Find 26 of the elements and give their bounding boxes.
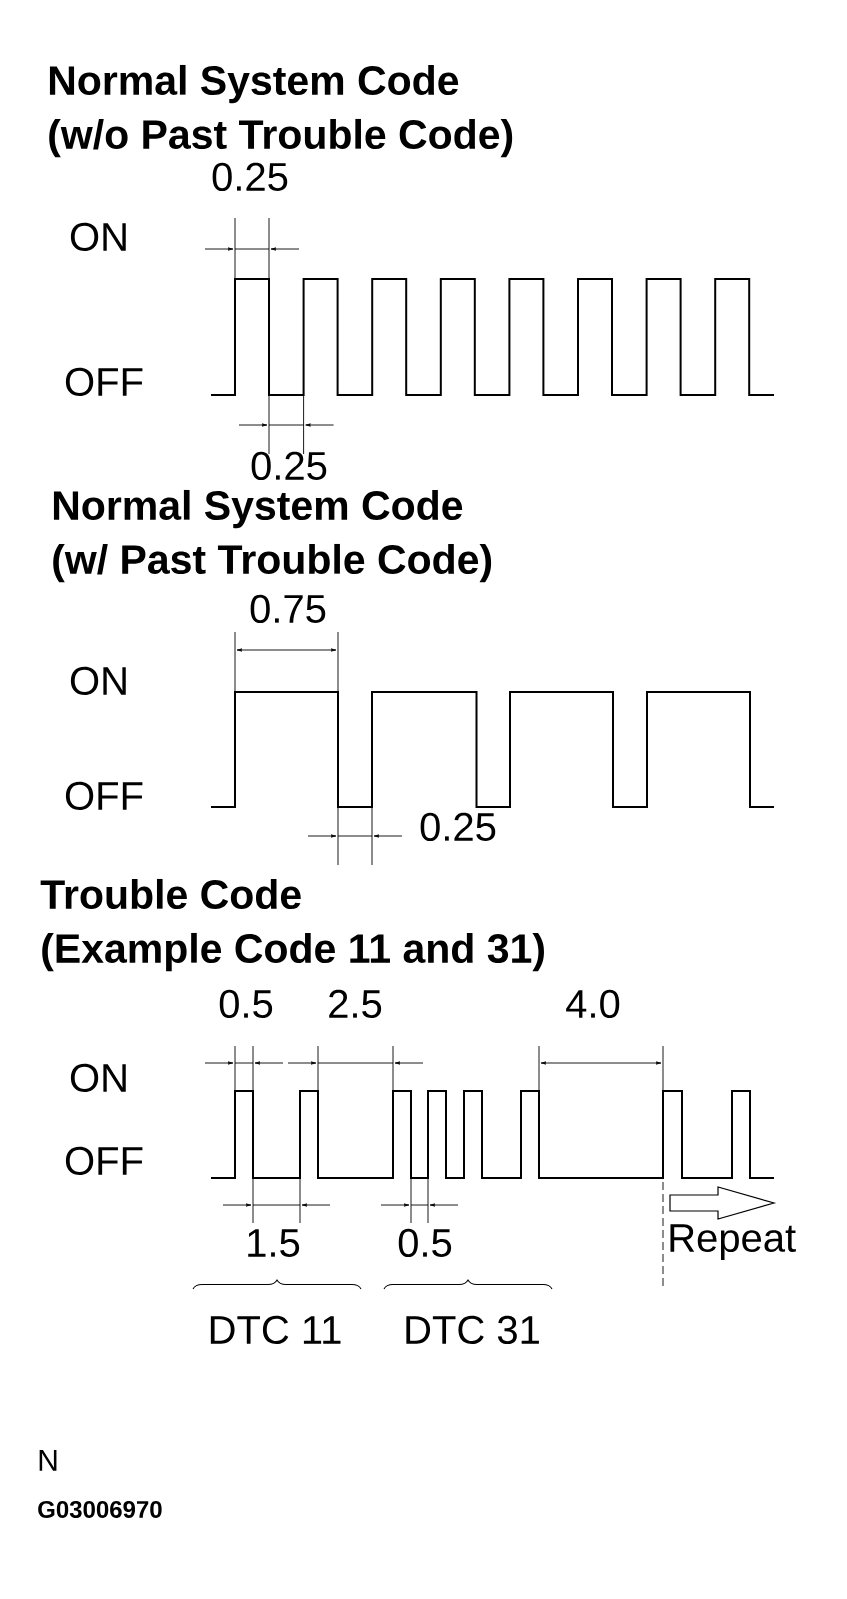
dimension-label: 0.25 <box>420 812 496 842</box>
note: N <box>39 1450 57 1471</box>
signal-level-label: OFF <box>65 781 143 811</box>
dimension-label: 2.5 <box>329 989 382 1019</box>
heading: (w/ Past Trouble Code) <box>53 543 492 583</box>
signal-level-label: ON <box>70 666 126 696</box>
signal-level-label: ON <box>70 1063 126 1093</box>
brace-label: DTC 31 <box>406 1315 539 1345</box>
heading: (w/o Past Trouble Code) <box>49 118 513 158</box>
dimension-label: 0.5 <box>398 1228 452 1258</box>
heading: Trouble Code <box>40 878 301 910</box>
heading: Normal System Code <box>53 489 463 529</box>
dimension-label: 0.75 <box>250 594 326 624</box>
dimension-label: 1.5 <box>248 1229 300 1258</box>
dimension-label: 0.5 <box>219 989 273 1019</box>
brace-label: DTC 11 <box>210 1315 341 1345</box>
heading: Normal System Code <box>49 64 459 104</box>
signal-level-label: OFF <box>65 367 143 397</box>
figure-code: G03006970 <box>38 1500 162 1518</box>
dimension-label: 0.25 <box>212 162 288 192</box>
dimension-label: 0.25 <box>251 451 327 481</box>
repeat-label: Repeat <box>670 1224 796 1260</box>
heading: (Example Code 11 and 31) <box>42 932 544 972</box>
signal-level-label: OFF <box>65 1146 143 1176</box>
signal-level-label: ON <box>70 222 126 252</box>
dimension-label: 4.0 <box>566 989 620 1019</box>
